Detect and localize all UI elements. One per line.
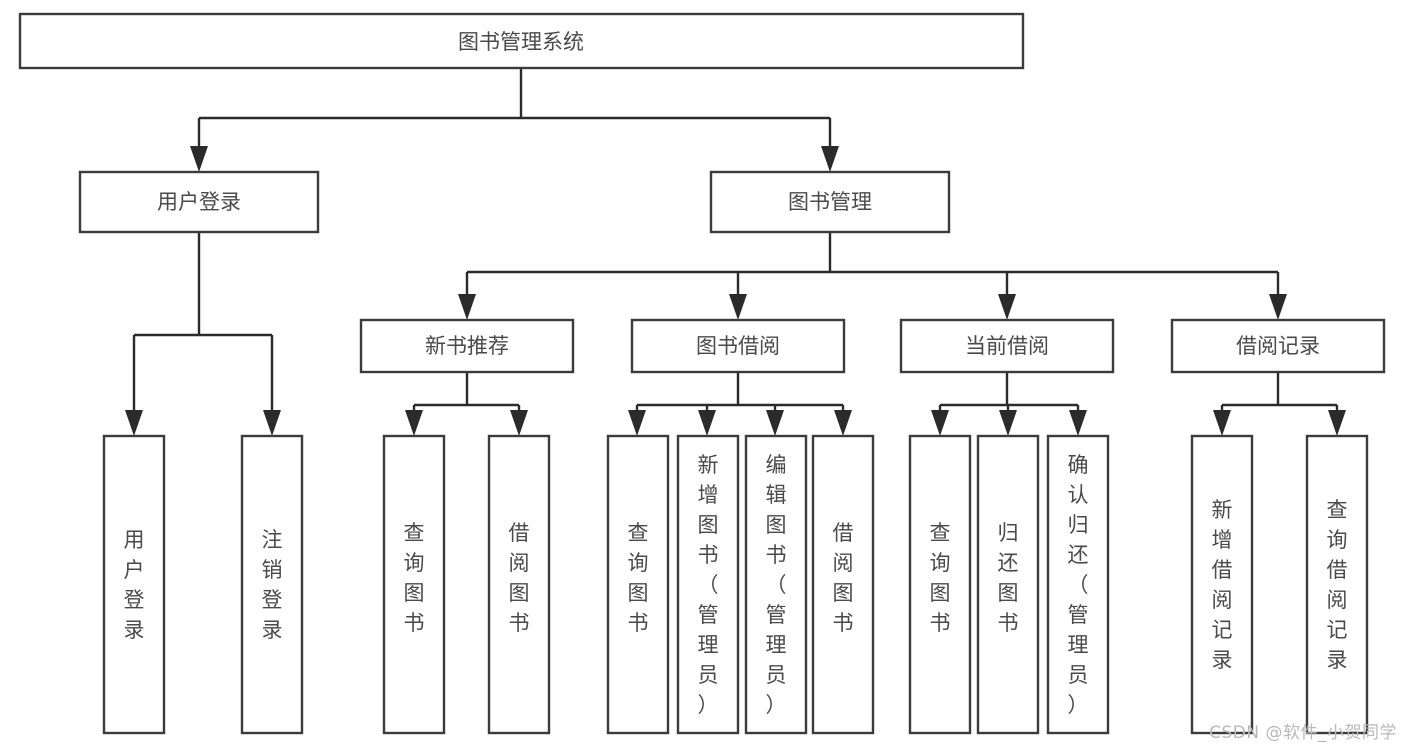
node-current-borrow[interactable]: 当前借阅	[899, 318, 1115, 374]
node-leaf-return-book[interactable]: 归还图书	[976, 434, 1040, 735]
node-leaf-borrow-book-recommend[interactable]: 借阅图书	[487, 434, 551, 735]
node-leaf-query-borrow-record-label: 查询借阅记录	[1327, 498, 1348, 672]
node-leaf-borrow-book[interactable]: 借阅图书	[811, 434, 875, 735]
node-book-management-box[interactable]	[709, 170, 951, 234]
node-leaf-query-book-borrow[interactable]: 查询图书	[606, 434, 670, 735]
arrow-to-new-book-recommend	[458, 294, 476, 320]
node-leaf-user-logout-label: 注销登录	[262, 528, 283, 642]
node-book-management-label: 图书管理	[788, 190, 872, 214]
node-new-book-recommend-box[interactable]	[359, 318, 575, 374]
node-leaf-user-login-label: 用户登录	[124, 528, 145, 642]
node-user-login[interactable]: 用户登录	[78, 170, 320, 234]
arrow-to-book-management	[821, 146, 839, 172]
node-leaf-user-login[interactable]: 用户登录	[102, 434, 166, 735]
node-leaf-query-book-current[interactable]: 查询图书	[908, 434, 972, 735]
node-leaf-edit-book[interactable]: 编辑图书（管理员）	[744, 434, 808, 735]
node-book-management[interactable]: 图书管理	[709, 170, 951, 234]
arrow-to-leaf-edit-book	[766, 410, 784, 436]
connector-group-book-borrow	[628, 372, 852, 436]
connector-group-user-login	[125, 232, 281, 436]
node-leaf-user-login-box[interactable]	[102, 434, 166, 735]
arrow-to-leaf-query-book-borrow	[628, 410, 646, 436]
node-root-label: 图书管理系统	[458, 30, 584, 54]
node-leaf-confirm-return-box[interactable]	[1046, 434, 1110, 735]
node-user-login-box[interactable]	[78, 170, 320, 234]
arrow-to-leaf-return-book	[999, 410, 1017, 436]
connector-group-book-management	[458, 232, 1287, 320]
node-leaf-query-book-recommend-label: 查询图书	[404, 521, 425, 635]
node-leaf-borrow-book-box[interactable]	[811, 434, 875, 735]
node-user-login-label: 用户登录	[157, 190, 241, 214]
node-leaf-return-book-label: 归还图书	[998, 521, 1019, 635]
node-leaf-borrow-book-recommend-box[interactable]	[487, 434, 551, 735]
node-leaf-confirm-return[interactable]: 确认归还（管理员）	[1046, 434, 1110, 735]
node-borrow-record[interactable]: 借阅记录	[1170, 318, 1386, 374]
node-leaf-query-book-current-label: 查询图书	[930, 521, 951, 635]
node-leaf-add-book[interactable]: 新增图书（管理员）	[676, 434, 740, 735]
arrow-to-leaf-add-book	[698, 410, 716, 436]
node-new-book-recommend-label: 新书推荐	[425, 334, 509, 358]
arrow-to-leaf-borrow-book-recommend	[510, 410, 528, 436]
node-leaf-confirm-return-label: 确认归还（管理员）	[1068, 453, 1089, 717]
node-leaf-query-book-borrow-box[interactable]	[606, 434, 670, 735]
node-leaf-borrow-book-recommend-label: 借阅图书	[509, 521, 530, 635]
connector-group-borrow-record	[1213, 372, 1346, 436]
node-book-borrow-box[interactable]	[630, 318, 846, 374]
node-leaf-edit-book-box[interactable]	[744, 434, 808, 735]
arrow-to-current-borrow	[998, 294, 1016, 320]
arrow-to-leaf-query-book-current	[931, 410, 949, 436]
node-leaf-add-borrow-record-label: 新增借阅记录	[1212, 498, 1233, 672]
arrow-to-leaf-confirm-return	[1069, 410, 1087, 436]
connector-group-current-borrow	[931, 372, 1087, 436]
arrow-to-leaf-query-book-recommend	[405, 410, 423, 436]
node-borrow-record-label: 借阅记录	[1236, 334, 1320, 358]
node-leaf-add-book-label: 新增图书（管理员）	[698, 453, 719, 717]
node-leaf-borrow-book-label: 借阅图书	[833, 521, 854, 635]
node-leaf-query-borrow-record[interactable]: 查询借阅记录	[1305, 434, 1369, 735]
node-leaf-user-logout[interactable]: 注销登录	[240, 434, 304, 735]
node-root[interactable]: 图书管理系统	[18, 12, 1025, 70]
node-root-box[interactable]	[18, 12, 1025, 70]
node-leaf-query-book-borrow-label: 查询图书	[628, 521, 649, 635]
node-leaf-user-logout-box[interactable]	[240, 434, 304, 735]
node-leaf-query-book-current-box[interactable]	[908, 434, 972, 735]
node-leaf-return-book-box[interactable]	[976, 434, 1040, 735]
arrow-to-user-login	[190, 146, 208, 172]
node-leaf-query-borrow-record-box[interactable]	[1305, 434, 1369, 735]
arrow-to-book-borrow	[729, 294, 747, 320]
node-borrow-record-box[interactable]	[1170, 318, 1386, 374]
node-leaf-add-book-box[interactable]	[676, 434, 740, 735]
node-leaf-add-borrow-record[interactable]: 新增借阅记录	[1190, 434, 1254, 735]
arrow-to-leaf-borrow-book	[834, 410, 852, 436]
node-book-borrow-label: 图书借阅	[696, 334, 780, 358]
node-leaf-query-book-recommend-box[interactable]	[382, 434, 446, 735]
node-current-borrow-box[interactable]	[899, 318, 1115, 374]
node-leaf-add-borrow-record-box[interactable]	[1190, 434, 1254, 735]
arrow-to-leaf-user-login	[125, 410, 143, 436]
arrow-to-borrow-record	[1269, 294, 1287, 320]
node-leaf-query-book-recommend[interactable]: 查询图书	[382, 434, 446, 735]
arrow-to-leaf-add-borrow-record	[1213, 410, 1231, 436]
arrow-to-leaf-user-logout	[263, 410, 281, 436]
connector-group-new-book-recommend	[405, 372, 528, 436]
arrow-to-leaf-query-borrow-record	[1328, 410, 1346, 436]
connector-group-root	[190, 68, 839, 172]
csdn-watermark: CSDN @软件_小贺同学	[1209, 723, 1397, 743]
node-current-borrow-label: 当前借阅	[965, 334, 1049, 358]
node-leaf-edit-book-label: 编辑图书（管理员）	[766, 453, 787, 717]
node-book-borrow[interactable]: 图书借阅	[630, 318, 846, 374]
node-new-book-recommend[interactable]: 新书推荐	[359, 318, 575, 374]
